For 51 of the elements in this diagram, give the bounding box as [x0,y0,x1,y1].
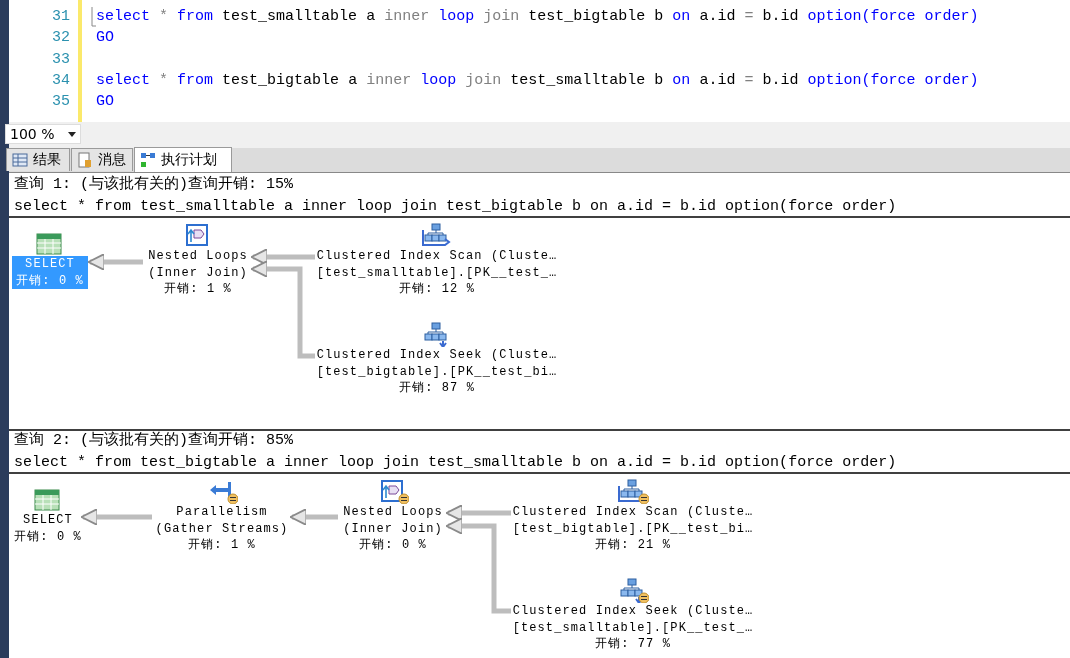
operator-label: 开销: 12 % [399,281,475,298]
query-text: select * from test_smalltable a inner loop join test_bigtable b on a.id = b.id option(force order) [14,197,897,217]
code-line: select * from test_bigtable a inner loop join test_smalltable b on a.id = b.id option(force order) [96,72,979,90]
query-cost-heading: 查询 1: (与该批有关的)查询开销: 15% [14,175,294,195]
line-number: 34 [51,72,70,90]
operator-label: [test_smalltable].[PK__test_… [512,619,754,636]
arrow [250,248,315,266]
zoom-dropdown: 100 % [5,124,81,144]
code-line: GO [96,93,114,111]
operator-label: 开销: 21 % [595,537,671,554]
operator-label: 开销: 1 % [188,537,256,554]
operator-label: 开销: 0 % [14,528,82,545]
operator-label: (Inner Join) [343,520,443,537]
operator-label: Nested Loops [343,504,443,521]
tab: 消息 [71,148,133,171]
plan-operator [13,486,83,545]
operator-label: Clustered Index Seek (Cluste… [316,347,558,364]
operator-label: (Gather Streams) [155,520,289,537]
operator-label: Nested Loops [148,248,248,265]
tab: 结果 [6,148,70,171]
operator-label: SELECT [23,512,73,529]
arrow [250,260,315,359]
operator-label: [test_bigtable].[PK__test_bi… [316,363,558,380]
operator-label: 开销: 87 % [399,380,475,397]
query-text: select * from test_bigtable a inner loop join test_smalltable b on a.id = b.id option(force order) [14,453,897,473]
operator-label: SELECT [25,256,75,273]
tab: 执行计划 [134,147,232,172]
arrow [80,508,152,526]
operator-label: 开销: 1 % [164,281,232,298]
operator-label: Clustered Index Scan (Cluste… [512,504,754,521]
line-number: 31 [51,8,70,26]
line-number: 33 [51,51,70,69]
line-number: 32 [51,29,70,47]
line-number: 35 [51,93,70,111]
operator-label: Parallelism [176,504,268,521]
arrow [445,517,511,614]
plan-operator [10,230,90,289]
operator-label: [test_smalltable].[PK__test_… [316,264,558,281]
arrow [445,504,511,522]
operator-label: 开销: 0 % [16,272,84,289]
operator-label: 开销: 77 % [595,636,671,653]
operator-label: 开销: 0 % [359,537,427,554]
arrow [289,508,338,526]
operator-label: Clustered Index Seek (Cluste… [512,603,754,620]
operator-label: (Inner Join) [148,264,248,281]
operator-label: Clustered Index Scan (Cluste… [316,248,558,265]
operator-label: [test_bigtable].[PK__test_bi… [512,520,754,537]
query-cost-heading: 查询 2: (与该批有关的)查询开销: 85% [14,431,294,451]
code-line: select * from test_smalltable a inner loop join test_bigtable b on a.id = b.id option(force order) [96,8,979,26]
code-line: GO [96,29,114,47]
arrow [87,253,143,271]
